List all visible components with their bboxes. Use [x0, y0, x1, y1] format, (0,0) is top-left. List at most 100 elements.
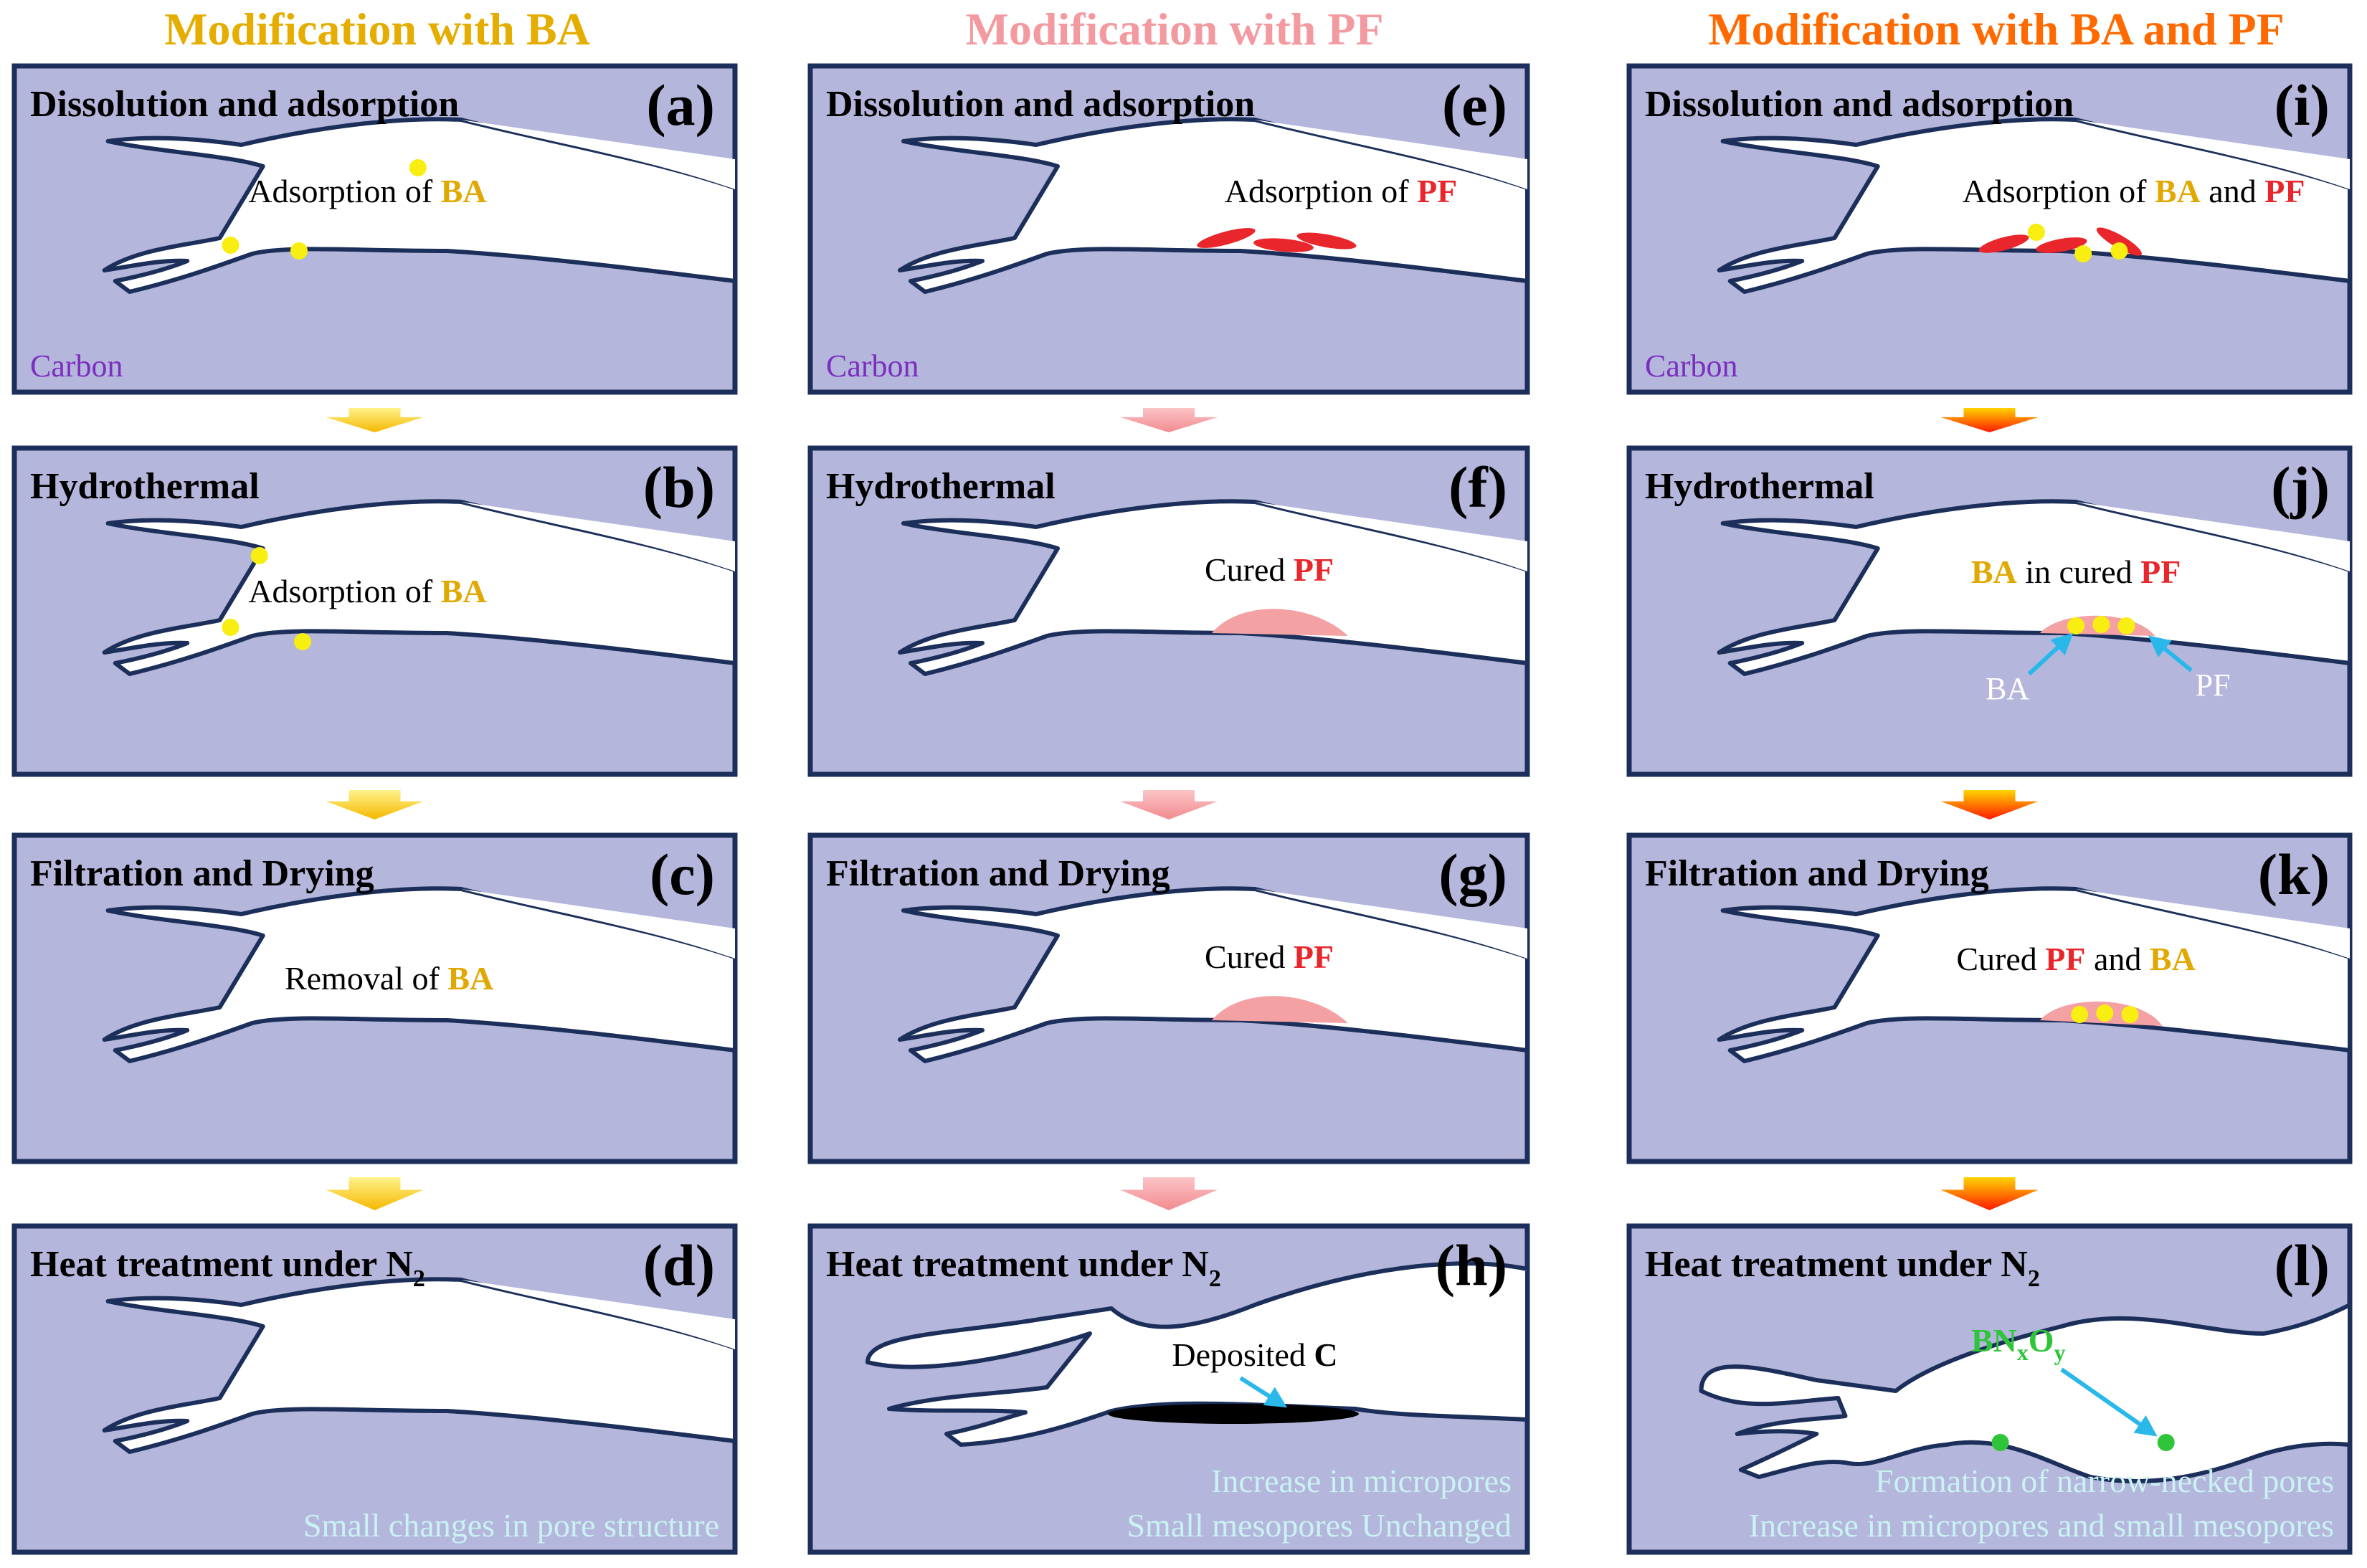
bnxoy-particle	[2157, 1434, 2175, 1451]
pf-pointer	[2148, 635, 2193, 673]
pf-particle	[1296, 232, 1357, 250]
panel-label: (j)	[2271, 455, 2330, 520]
pore	[1717, 117, 2352, 294]
step-title: Hydrothermal	[30, 466, 260, 507]
pf-particle	[1253, 238, 1314, 252]
pore	[102, 117, 737, 294]
panel-d: Heat treatment under N2 (d) Small changes …	[11, 1223, 738, 1555]
cured-pf	[1212, 996, 1348, 1023]
pore-notch	[461, 502, 735, 571]
cured-pf	[1212, 609, 1348, 636]
flow-arrow	[1120, 1177, 1218, 1210]
pf-particle	[2096, 227, 2142, 256]
step-title: Hydrothermal	[1645, 466, 1874, 507]
ba-particle	[2110, 242, 2128, 260]
annotation: Deposited C	[1172, 1336, 1337, 1373]
carbon-label: Carbon	[30, 348, 123, 384]
panel-label: (a)	[646, 72, 715, 138]
annotation: Adsorption of BA and PF	[1963, 173, 2305, 209]
ba-particle	[294, 633, 311, 650]
panel-g: Filtration and Drying(g)Cured PF	[807, 832, 1530, 1164]
panel-e: Dissolution and adsorption (e) Carbon Adsor…	[807, 63, 1530, 395]
result-note: Increase in micropores and small mesopor…	[1749, 1507, 2334, 1544]
ba-particle	[2071, 1006, 2089, 1023]
bnxoy-label: BNxOy	[1971, 1322, 2066, 1365]
panel-label: (d)	[643, 1232, 715, 1298]
panel-i: Dissolution and adsorption(i)CarbonAdsor…	[1626, 63, 2353, 395]
annotation: BA in cured PF	[1971, 553, 2181, 590]
pore	[102, 1277, 737, 1454]
annotation: Adsorption of BA	[248, 173, 486, 209]
panel-b: Hydrothermal (b) Adsorption of BA	[11, 445, 738, 777]
panel-label: (k)	[2258, 842, 2330, 907]
flow-arrow	[1120, 790, 1218, 819]
ba-particle	[409, 159, 427, 176]
panel-label: (f)	[1448, 455, 1507, 520]
panel-label: (e)	[1442, 72, 1507, 138]
pore-notch	[461, 889, 735, 959]
annotation: Cured PF	[1205, 551, 1334, 588]
annotation: Cured PF and BA	[1956, 941, 2195, 977]
step-title: Heat treatment under N2	[30, 1244, 425, 1292]
panel-label: (h)	[1436, 1232, 1507, 1298]
panel-j: Hydrothermal (j) BA in cured PF BA PF	[1626, 445, 2353, 777]
step-title: Filtration and Drying	[826, 853, 1170, 894]
panel-a: Dissolution and adsorption (a) Carbon Adsor…	[11, 63, 738, 395]
pf-particle	[2036, 237, 2087, 253]
pointer-arrow	[2060, 1367, 2158, 1437]
carbon-label: Carbon	[826, 348, 919, 384]
pore-notch	[461, 1280, 735, 1349]
pf-particle	[1197, 228, 1256, 248]
panel-l: Heat treatment under N2(l)BNxOyFormation…	[1626, 1223, 2353, 1555]
ba-particle	[2092, 616, 2110, 633]
flow-arrow	[326, 408, 424, 432]
pf-particle	[1978, 234, 2029, 253]
ba-pointer	[2027, 632, 2074, 676]
bnxoy-particle	[1991, 1434, 2009, 1451]
panel-h: Heat treatment under N2(h)Deposited CInc…	[807, 1223, 1530, 1555]
step-title: Filtration and Drying	[30, 853, 374, 894]
step-title: Filtration and Drying	[1645, 853, 1989, 894]
step-title: Dissolution and adsorption	[1645, 84, 2074, 125]
ba-callout: BA	[1986, 671, 2029, 706]
flow-arrow	[1120, 408, 1218, 432]
pore	[1717, 886, 2352, 1063]
pore	[102, 499, 737, 676]
result-note: Small mesopores Unchanged	[1126, 1507, 1512, 1544]
pore	[102, 886, 737, 1063]
ba-particle	[222, 237, 239, 254]
pore-notch	[1255, 120, 1527, 189]
ba-particle	[2027, 224, 2045, 241]
step-title: Dissolution and adsorption	[826, 84, 1255, 125]
panel-label: (b)	[643, 455, 715, 520]
pore	[865, 1261, 1529, 1447]
ba-particle	[2067, 617, 2085, 635]
flow-arrow	[1940, 790, 2039, 819]
result-note: Small changes in pore structure	[303, 1507, 719, 1544]
flow-arrow	[326, 1177, 424, 1210]
flow-arrow	[1940, 1177, 2039, 1210]
pore	[898, 886, 1529, 1063]
ba-particle	[250, 547, 268, 564]
panel-f: Hydrothermal(f)Cured PF	[807, 445, 1530, 777]
ba-particle	[2096, 1004, 2114, 1022]
pf-callout: PF	[2196, 667, 2231, 703]
carbon-label: Carbon	[1645, 348, 1738, 384]
annotation: Adsorption of PF	[1225, 173, 1458, 209]
panel-c: Filtration and Drying(c)Removal of BA	[11, 832, 738, 1164]
panel-label: (l)	[2274, 1232, 2330, 1298]
annotation: Adsorption of BA	[248, 573, 486, 609]
column-title: Modification with BA	[164, 4, 590, 54]
flow-arrow	[326, 790, 424, 819]
result-note: Formation of narrow-necked pores	[1875, 1463, 2334, 1499]
column-title: Modification with PF	[965, 4, 1383, 54]
panel-k: Filtration and Drying (k) Cured PF and BA	[1626, 832, 2353, 1164]
step-title: Dissolution and adsorption	[30, 84, 459, 125]
pore-notch	[1255, 502, 1527, 571]
pore-notch	[2076, 502, 2350, 571]
deposited-carbon	[1108, 1404, 1359, 1424]
pore	[1699, 1303, 2352, 1483]
pore	[1717, 499, 2352, 676]
panel-label: (g)	[1438, 842, 1507, 907]
